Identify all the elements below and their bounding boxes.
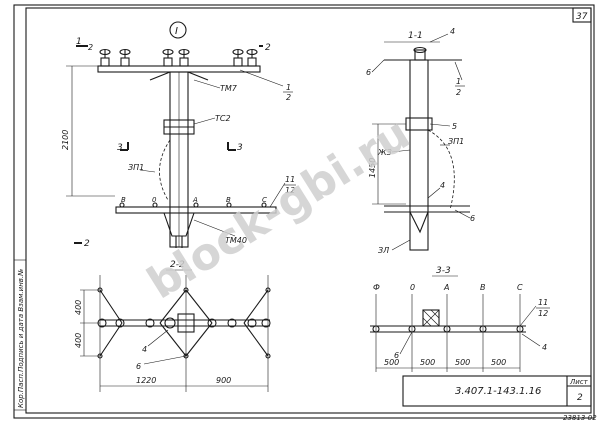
view-1-1-label-zl: ЗЛ [378,246,389,255]
phase-label: В [226,196,231,204]
view-1-1-title: 1-1 [408,31,423,41]
view-3-3-dim: 500 [455,358,470,367]
insulator-3 [162,48,190,67]
label-bottom-2: 2 [84,239,90,249]
view-1-1-label-1: 1 [456,77,461,86]
view-2-2-pin [207,318,217,328]
view-2-2: 2-2 [74,260,271,392]
view-1-1-label-5: 5 [452,122,457,131]
label-tc2: ТС2 [215,114,231,123]
phase-label: С [262,196,267,204]
view-1-1-label-4: 4 [450,27,455,36]
view-2-2-pin [145,318,155,328]
view-2-2-title: 2-2 [170,260,185,270]
view-1-1-label-2: 2 [456,88,461,97]
view-3-3-label-11: 11 [538,298,548,307]
view-3-3-dim: 500 [384,358,399,367]
side-stamp-box [13,259,27,411]
phase-labels-main: В 0 А В С [121,196,267,204]
watermark: block-gbi.ru [139,108,419,309]
label-zp1: ЗП1 [128,163,144,172]
view-3-3-pin [443,325,451,333]
section-mark-sub: 2 [88,43,93,52]
phase-labels-3-3: Ф 0 А В С [373,283,523,292]
view-1-1-label-6b: 6 [470,214,475,223]
view-2-2-pin [115,318,125,328]
label-1: 1 [286,83,291,92]
view-3-3-label-4: 4 [542,343,547,352]
main-view: I 1 2 2 [61,21,296,249]
phase-label: В [121,196,126,204]
sheet-label: Лист [569,378,589,386]
section-mark-2: 2 [265,43,271,53]
top-crossarm [97,65,261,73]
view-1-1-insulator [414,49,426,61]
view-2-2-dim-400-bottom: 400 [74,333,83,348]
view-2-2-pin [164,317,176,329]
label-tm7: ТМ7 [220,84,238,93]
view-3-3-label-12: 12 [538,309,548,318]
view-3-3-pin [479,325,487,333]
view-2-2-label-6: 6 [136,362,141,371]
view-1-1-dim-1450: 1450 [368,158,377,178]
view-2-2-dim-400-top: 400 [74,300,83,315]
page-number-box [572,7,592,23]
document-code: 3.407.1-143.1.16 [455,386,541,397]
phase-label: А [443,283,449,292]
insulator-5 [246,48,258,67]
roman-mark-circle [169,21,187,39]
view-1-1: 1-1 4 6 1 2 5 ЗП1 ЖЗ 1450 [366,27,475,255]
label-3-right: 3 [237,143,243,153]
view-2-2-pin [227,318,237,328]
bottom-code: 23813-02 [563,414,597,422]
sheet-number: 2 [577,393,583,403]
phase-label: 0 [410,283,415,292]
label-11: 11 [285,175,295,184]
view-2-2-dim-900: 900 [216,376,231,385]
phase-label: В [480,283,486,292]
view-2-2-pin [261,318,271,328]
height-dim: 2100 [61,130,70,150]
view-2-2-dim-1220: 1220 [136,376,156,385]
outer-frame [13,4,595,419]
insulator-1 [99,48,111,67]
view-1-1-label-4b: 4 [440,181,445,190]
insulator-4 [232,48,244,67]
phase-label: С [517,283,523,292]
view-1-1-label-zp1: ЗП1 [448,137,464,146]
title-block [402,375,592,407]
view-2-2-label-4: 4 [142,345,147,354]
page-number: 37 [576,12,588,22]
side-stamp: Кор.Пасп.Подпись и дата Взам.инв.№ [17,269,25,408]
view-1-1-label-zh: ЖЗ [377,148,392,157]
roman-mark: I [175,26,178,37]
view-3-3-label-6: 6 [394,351,399,360]
view-2-2-pin [247,318,257,328]
view-3-3-title: 3-3 [436,266,451,276]
view-3-3: 3-3 Ф 0 А В С 11 12 [370,266,550,372]
phase-label: А [192,196,198,204]
phase-label: Ф [373,283,380,292]
section-mark-1: 1 [76,37,82,47]
label-3-left: 3 [117,143,123,153]
insulator-2 [119,48,131,67]
view-1-1-pole [409,59,429,251]
view-3-3-dim: 500 [420,358,435,367]
view-1-1-label-6: 6 [366,68,371,77]
view-3-3-pin [372,325,380,333]
phase-label: 0 [152,196,157,204]
label-tm40: ТМ40 [225,236,247,245]
view-3-3-dim: 500 [491,358,506,367]
label-12: 12 [285,186,295,195]
label-2: 2 [286,93,291,102]
inner-frame [25,7,592,414]
